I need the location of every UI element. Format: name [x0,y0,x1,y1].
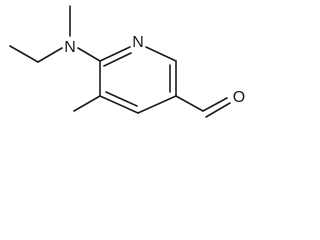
ring-nitrogen-label: N [132,34,144,51]
bond-ring-c4-c3-inner [105,91,138,107]
bond-ethyl-ch2-n [37,47,63,63]
amine-nitrogen-label: N [64,39,76,56]
bond-ring-methyl [73,95,101,112]
bond-c-o-double-inner [205,102,231,118]
bond-ring-c5-c4 [137,95,177,114]
bond-c-o-double-outer [202,97,228,112]
bond-ring-cho [175,95,204,112]
bond-ring-c4-c3 [99,95,139,114]
aldehyde-oxygen-label: O [233,89,245,106]
bond-ring-c2-n1-inner [103,52,132,67]
chemical-structure: N N O [9,5,245,118]
bond-ethyl-ch3-ch2 [9,45,39,63]
bond-n-ring [77,47,101,62]
bond-ring-c2-n1 [99,46,131,62]
bond-ring-n1-c6 [145,46,177,62]
